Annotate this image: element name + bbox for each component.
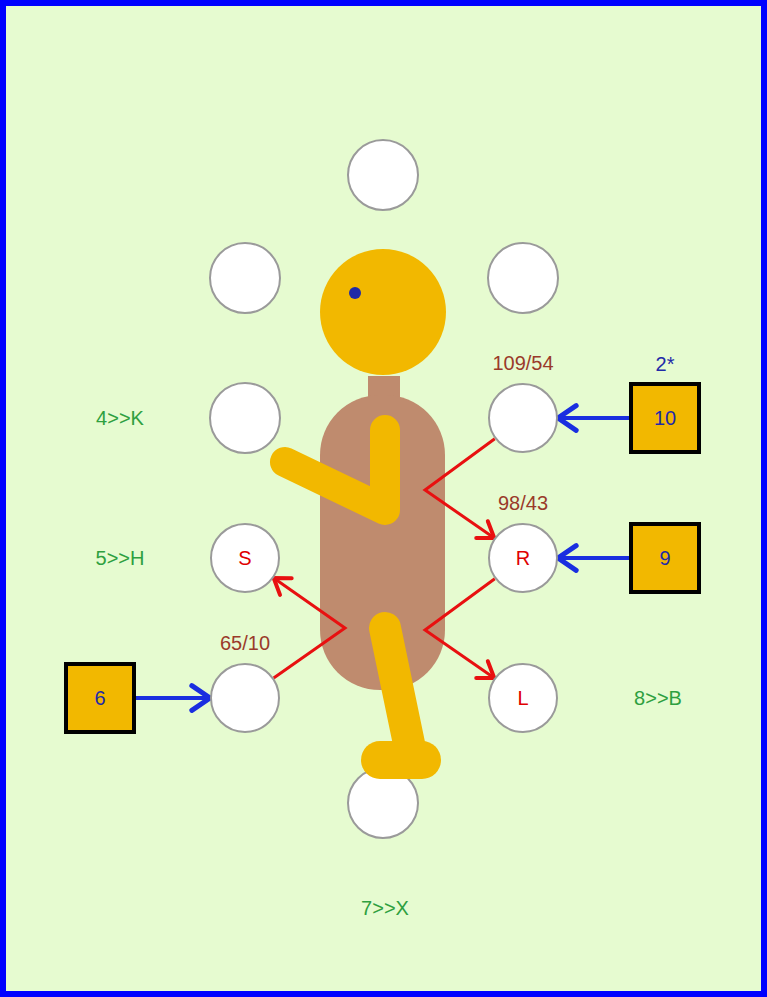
move-arrow	[558, 546, 629, 571]
move-arrow	[425, 579, 495, 678]
node-text: 10	[654, 407, 676, 430]
player-box: 2*10	[629, 382, 701, 454]
position-circle: S	[210, 523, 280, 593]
node-text: L	[517, 687, 528, 710]
position-label: 5>>H	[96, 547, 145, 570]
node-text: S	[238, 547, 251, 570]
node-heading: 98/43	[498, 492, 548, 515]
player-box: 9	[629, 522, 701, 594]
node-text: 6	[94, 687, 105, 710]
player-box: 6	[64, 662, 136, 734]
node-text: 9	[659, 547, 670, 570]
node-heading: 109/54	[492, 352, 553, 375]
move-arrow	[425, 439, 495, 538]
move-arrow	[558, 406, 629, 431]
position-circle: 109/54	[488, 383, 558, 453]
node-text: R	[516, 547, 530, 570]
position-circle: L	[488, 663, 558, 733]
move-arrow	[274, 578, 345, 678]
position-label: 7>>X	[361, 897, 409, 920]
position-label: 8>>B	[634, 687, 682, 710]
node-heading: 2*	[656, 353, 675, 376]
position-label: 4>>K	[96, 407, 144, 430]
position-circle: 65/10	[210, 663, 280, 733]
position-circle: 98/43R	[488, 523, 558, 593]
move-arrow	[136, 686, 210, 711]
node-heading: 65/10	[220, 632, 270, 655]
